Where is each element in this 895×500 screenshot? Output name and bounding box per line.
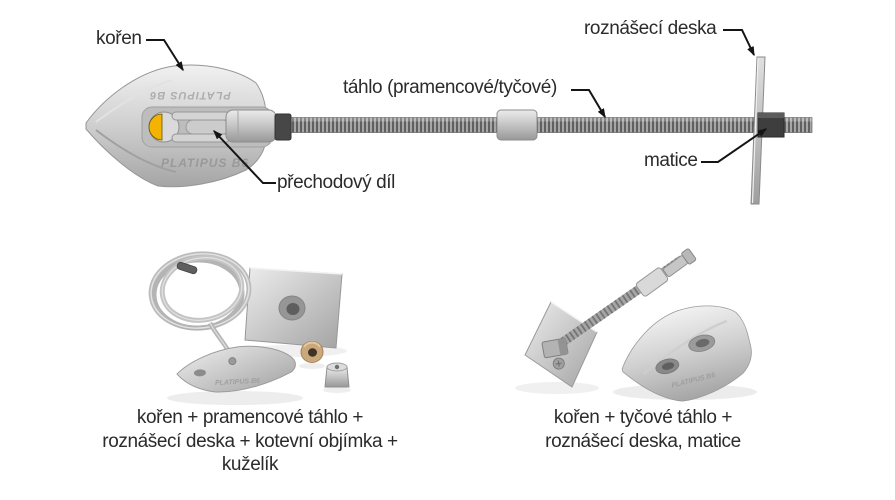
leader-arrows [146,29,768,184]
label-tahlo: táhlo (pramencové/tyčové) [343,77,557,98]
nut-bevel [758,113,784,118]
shackle-pin [185,119,231,135]
matice-leader-arrow [701,128,768,163]
yellow-pivot-wedge [148,113,163,141]
label-prechodovy-dil: přechodový díl [277,172,395,193]
prechodovy-dil-leader-arrow [213,130,276,184]
bearing-plate-photo [244,267,343,349]
bearing-plate-highlight [751,57,759,204]
cone-center [334,364,340,370]
caption-line: kořen + pramencové táhlo + [136,407,364,428]
anchor-body [621,305,752,402]
photo-rod-kit: PLATIPUS B6 [515,248,757,402]
anchor-bottom-crease [95,129,177,173]
strand-cable-coil [148,251,252,360]
rod-coupler-photo [635,267,669,297]
collar-hole [308,348,317,357]
caption-strand-kit: kořen + pramencové táhlo + roznášecí des… [85,406,415,477]
nut [757,112,785,138]
caption-rod-kit: kořen + tyčové táhlo + roznášecí deska, … [488,406,798,453]
caption-line: roznášecí deska + kotevní objímka + [102,430,398,452]
cable-attachment [228,357,237,366]
rod-coupler [496,109,538,141]
transition-piece [225,109,277,143]
koren-leader-arrow [146,39,184,72]
roznaseci-deska-leader-arrow [723,29,755,57]
photo-strand-kit: PLATIPUS B6 [148,251,351,405]
rod-tendon [555,248,697,349]
caption-line: roznášecí deska, matice [545,430,741,452]
label-roznaseci-deska: roznášecí deska [584,18,717,39]
rod-threads [557,256,684,348]
anchor-slot [193,369,206,377]
anchor-ridge [642,319,728,375]
shadow [299,363,325,369]
anchor-collar [300,341,324,363]
cable-ferrule [176,261,198,275]
plate-hole [286,303,300,315]
anchor-head-photo: PLATIPUS B6 [621,305,752,402]
shadow [515,382,599,394]
coil-sheen [150,253,250,329]
fitting-head [681,248,697,265]
anchor-hole [661,362,675,370]
caption-line: kořen + tyčové táhlo + [553,407,733,428]
anchor-top-crease [95,79,173,123]
bolt-slot [557,360,560,367]
nut-side-face [557,338,569,356]
shadow [167,391,303,405]
embossed-marking-bottom: PLATIPUS B6 [161,156,249,170]
collar-sheen [303,341,321,348]
shackle-bar-top [171,111,231,121]
anchor-head-photo: PLATIPUS B6 [176,345,296,393]
plate-edge-highlight [249,267,343,275]
anchor-body [176,345,296,393]
rod-top-fitting [663,248,697,277]
embossed-marking-top: PLATIPUS B6 [149,89,231,101]
label-matice: matice [644,150,698,171]
embossed-marking: PLATIPUS B6 [215,378,260,387]
coupler-body [635,267,669,297]
anchor-hole [695,338,710,348]
label-koren: kořen [96,28,142,49]
wedge-cone [324,362,350,388]
coil-sheen [161,257,243,321]
caption-line: kuželík [221,454,279,475]
transition-hex-connector [274,113,292,141]
tahlo-leader-arrow [571,89,606,119]
tie-rod-sheen [288,117,812,122]
nut-photo [541,337,569,370]
anchor-head: PLATIPUS B6 PLATIPUS B6 [85,64,292,188]
shadow [323,387,351,393]
assembled-anchor-diagram: PLATIPUS B6 PLATIPUS B6 [85,29,813,205]
